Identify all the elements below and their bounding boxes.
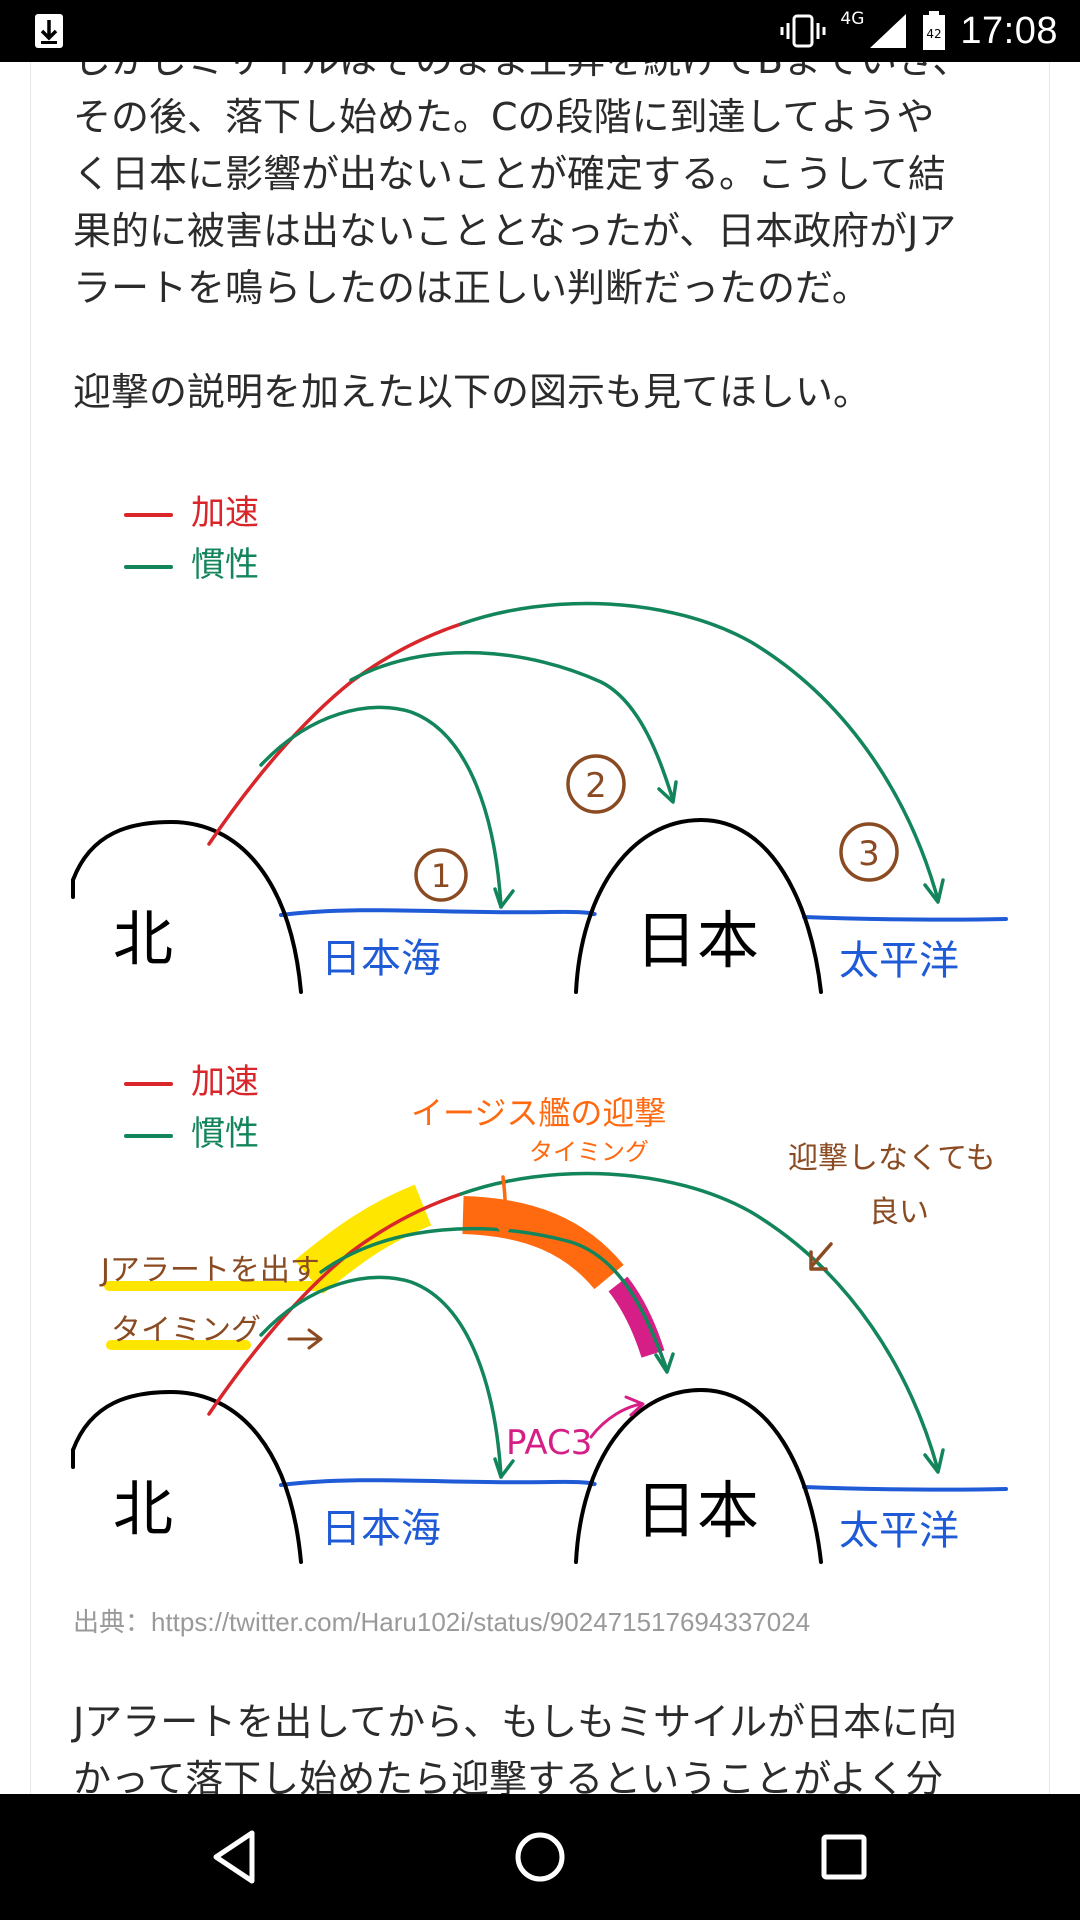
text-line: 果的に被害は出ないこととなったが、日本政府がJア: [73, 209, 957, 253]
fig2-legend-accel: 加速: [191, 1062, 259, 1102]
fig1-legend-inertia: 慣性: [191, 545, 259, 585]
fig1-label-japan: 日本: [635, 904, 759, 977]
fig1-marker-3: 3: [858, 834, 880, 874]
battery-level: 42: [927, 27, 942, 41]
fig2-label-sea-of-japan: 日本海: [321, 1506, 441, 1552]
clock: 17:08: [960, 9, 1058, 52]
fig2-label-aegis: イージス艦の迎撃: [411, 1094, 666, 1132]
fig1-legend-accel: 加速: [191, 493, 259, 533]
missile-trajectory-diagram: 加速 慣性 北 日本 日本海 太平洋 1 2 3 加速 慣性 北 日本 日本海 …: [71, 493, 1008, 1564]
article-paragraph-3: Jアラートを出してから、もしもミサイルが日本に向 かって落下し始めたら迎撃すると…: [73, 1694, 1049, 1794]
fig2-label-jalert-timing: タイミング: [111, 1313, 261, 1348]
download-icon: [35, 14, 63, 48]
fig1-marker-2: 2: [585, 766, 607, 806]
image-source-link[interactable]: 出典：https://twitter.com/Haru102i/status/9…: [73, 1607, 811, 1637]
fig2-label-japan: 日本: [635, 1474, 759, 1547]
article-paragraph-1: しかしミサイルはそのまま上昇を続けてBまでいき、 その後、落下し始めた。Cの段階…: [73, 62, 1049, 317]
fig2-label-aegis-timing: タイミング: [529, 1138, 649, 1166]
article-content: しかしミサイルはそのまま上昇を続けてBまでいき、 その後、落下し始めた。Cの段階…: [30, 62, 1050, 1794]
text-line: Jアラートを出してから、もしもミサイルが日本に向: [73, 1700, 958, 1744]
status-bar: 4G 42 17:08: [0, 0, 1080, 62]
fig1-label-pacific: 太平洋: [839, 938, 959, 984]
text-line: く日本に影響が出ないことが確定する。こうして結: [73, 152, 946, 196]
recents-icon[interactable]: [814, 1827, 874, 1887]
text-line: かって落下し始めたら迎撃するということがよく分: [73, 1757, 944, 1794]
network-type: 4G: [840, 9, 865, 29]
home-icon[interactable]: [510, 1827, 570, 1887]
text-line: その後、落下し始めた。Cの段階に到達してようや: [73, 95, 935, 139]
fig2-label-no-intercept: 迎撃しなくても: [788, 1141, 996, 1176]
diagram-figure-1: [71, 513, 1008, 994]
fig2-legend-inertia: 慣性: [191, 1114, 259, 1154]
text-line: ラートを鳴らしたのは正しい判断だったのだ。: [73, 266, 870, 310]
article-paragraph-2: 迎撃の説明を加えた以下の図示も見てほしい。: [73, 370, 872, 414]
navigation-bar: [0, 1794, 1080, 1920]
vibrate-icon: [780, 14, 826, 48]
fig2-label-pacific: 太平洋: [839, 1508, 959, 1554]
fig2-label-no-intercept-ok: 良い: [869, 1195, 929, 1230]
signal-icon: [870, 14, 907, 48]
fig1-label-north: 北: [113, 905, 173, 975]
back-icon[interactable]: [206, 1827, 266, 1887]
diagram-figure-2: [71, 1082, 1008, 1564]
fig2-label-pac3: PAC3: [506, 1423, 592, 1463]
fig1-label-sea-of-japan: 日本海: [321, 936, 441, 982]
fig1-marker-1: 1: [431, 857, 451, 895]
battery-icon: 42: [923, 11, 946, 50]
fig2-label-north: 北: [113, 1475, 173, 1545]
text-line: しかしミサイルはそのまま上昇を続けてBまでいき、: [73, 62, 1049, 89]
fig2-label-jalert: Jアラートを出す: [99, 1253, 320, 1288]
